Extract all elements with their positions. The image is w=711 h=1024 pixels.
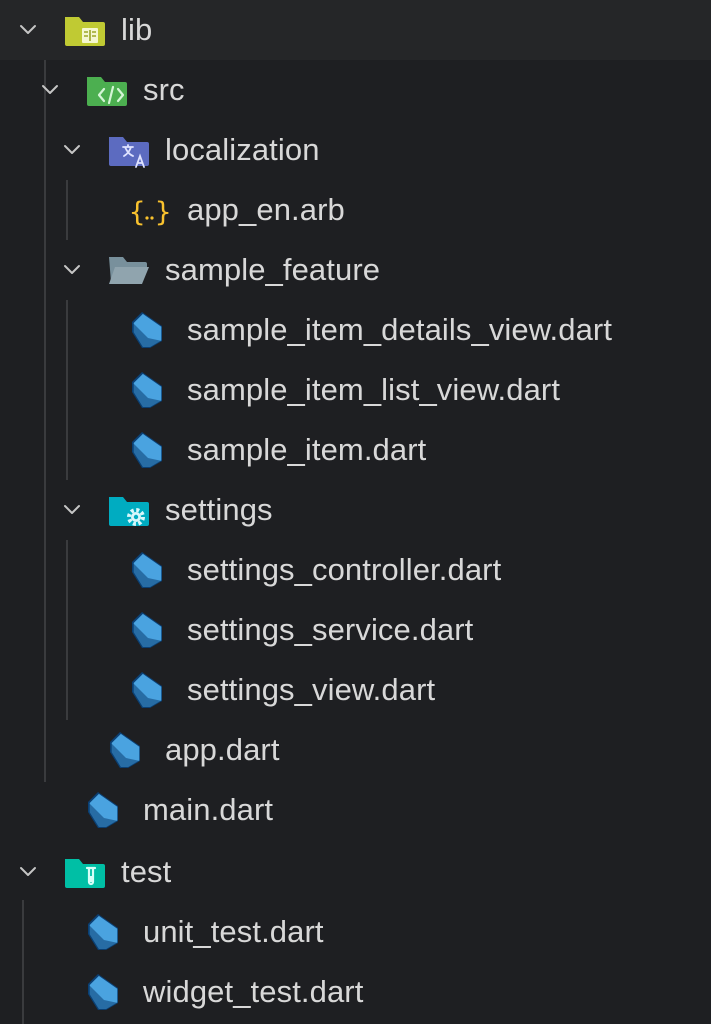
tree-file-dart[interactable]: settings_controller.dart bbox=[0, 540, 711, 600]
dart-icon bbox=[106, 730, 152, 770]
indent-guide bbox=[66, 300, 68, 480]
tree-folder-settings[interactable]: settings bbox=[0, 480, 711, 540]
indent-guide bbox=[44, 60, 46, 782]
tree-file-dart[interactable]: settings_service.dart bbox=[0, 600, 711, 660]
dart-icon bbox=[128, 550, 174, 590]
svg-text:{: { bbox=[129, 197, 145, 228]
dart-icon bbox=[128, 310, 174, 350]
tree-item-label: sample_item_list_view.dart bbox=[187, 372, 561, 407]
tree-item-label: settings_service.dart bbox=[187, 612, 474, 647]
tree-folder-src[interactable]: src bbox=[0, 60, 711, 120]
tree-item-label: sample_item.dart bbox=[187, 432, 427, 467]
indent-guide bbox=[66, 540, 68, 720]
dart-icon bbox=[84, 912, 130, 952]
tree-file-dart[interactable]: unit_test.dart bbox=[0, 902, 711, 962]
tree-file-dart[interactable]: app.dart bbox=[0, 720, 711, 780]
chevron-down-icon[interactable] bbox=[62, 260, 82, 280]
tree-file-dart[interactable]: widget_test.dart bbox=[0, 962, 711, 1022]
chevron-down-icon[interactable] bbox=[18, 20, 38, 40]
chevron-down-icon[interactable] bbox=[62, 500, 82, 520]
dart-icon bbox=[84, 972, 130, 1012]
tree-item-label: sample_feature bbox=[165, 252, 381, 287]
dart-icon bbox=[128, 430, 174, 470]
tree-item-label: src bbox=[143, 72, 185, 107]
tree-folder-test[interactable]: test bbox=[0, 842, 711, 902]
tree-folder-lib[interactable]: lib bbox=[0, 0, 711, 60]
tree-file-dart[interactable]: settings_view.dart bbox=[0, 660, 711, 720]
tree-folder-localization[interactable]: localization bbox=[0, 120, 711, 180]
tree-item-label: lib bbox=[121, 12, 153, 47]
dart-icon bbox=[84, 790, 130, 830]
tree-item-label: unit_test.dart bbox=[143, 914, 324, 949]
tree-item-label: widget_test.dart bbox=[143, 974, 364, 1009]
folder-settings-icon bbox=[106, 490, 152, 530]
folder-lib-icon bbox=[62, 10, 108, 50]
svg-text:}: } bbox=[155, 197, 171, 228]
tree-item-label: settings_controller.dart bbox=[187, 552, 502, 587]
folder-test-icon bbox=[62, 852, 108, 892]
tree-file-app-en-arb[interactable]: { } app_en.arb bbox=[0, 180, 711, 240]
chevron-down-icon[interactable] bbox=[18, 862, 38, 882]
tree-file-dart[interactable]: main.dart bbox=[0, 780, 711, 840]
indent-guide bbox=[66, 180, 68, 240]
tree-file-dart[interactable]: sample_item.dart bbox=[0, 420, 711, 480]
tree-item-label: app_en.arb bbox=[187, 192, 345, 227]
tree-item-label: settings_view.dart bbox=[187, 672, 436, 707]
folder-src-icon bbox=[84, 70, 130, 110]
dart-icon bbox=[128, 370, 174, 410]
chevron-down-icon[interactable] bbox=[62, 140, 82, 160]
folder-open-icon bbox=[106, 250, 152, 290]
tree-item-label: test bbox=[121, 854, 172, 889]
tree-file-dart[interactable]: sample_item_details_view.dart bbox=[0, 300, 711, 360]
chevron-down-icon[interactable] bbox=[40, 80, 60, 100]
tree-item-label: sample_item_details_view.dart bbox=[187, 312, 613, 347]
dart-icon bbox=[128, 670, 174, 710]
tree-item-label: localization bbox=[165, 132, 320, 167]
json-braces-icon: { } bbox=[127, 190, 173, 230]
tree-folder-sample-feature[interactable]: sample_feature bbox=[0, 240, 711, 300]
tree-file-dart[interactable]: sample_item_list_view.dart bbox=[0, 360, 711, 420]
folder-localization-icon bbox=[106, 130, 152, 170]
indent-guide bbox=[22, 900, 24, 1024]
dart-icon bbox=[128, 610, 174, 650]
tree-item-label: settings bbox=[165, 492, 273, 527]
tree-item-label: main.dart bbox=[143, 792, 274, 827]
tree-item-label: app.dart bbox=[165, 732, 280, 767]
